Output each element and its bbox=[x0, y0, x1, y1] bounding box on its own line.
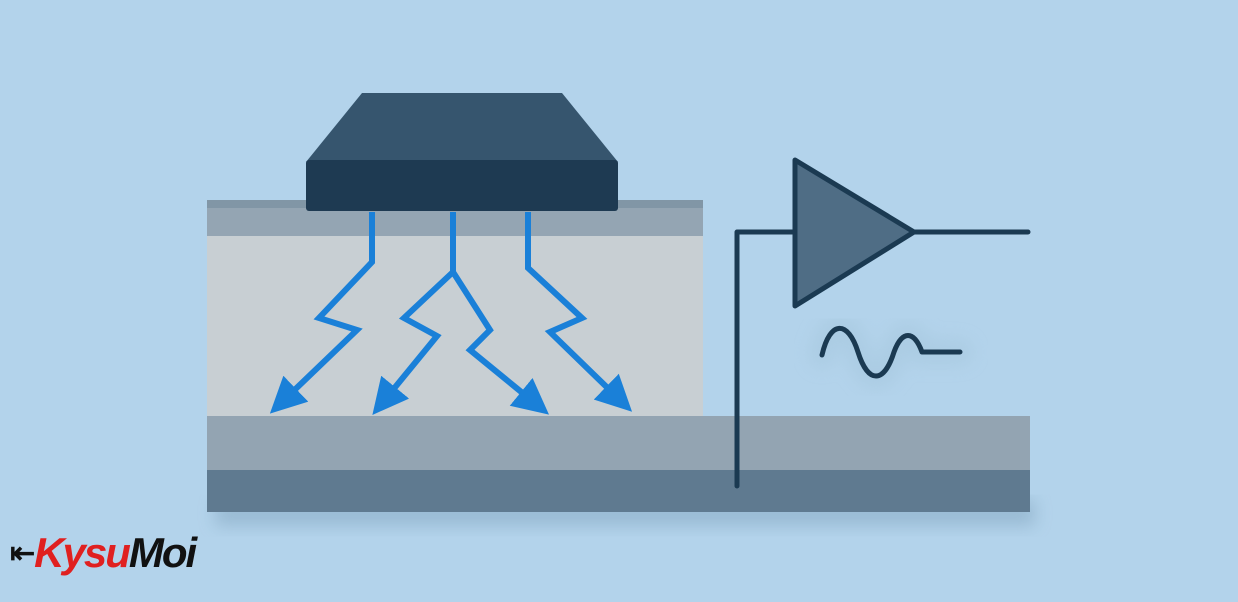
wave-arrow-1 bbox=[269, 212, 375, 414]
logo-text-moi: Moi bbox=[128, 529, 197, 576]
input-wire bbox=[734, 229, 799, 489]
amplifier-circuit bbox=[734, 157, 1031, 489]
amplifier-triangle bbox=[792, 157, 917, 309]
wave-arrow-4 bbox=[525, 212, 633, 412]
wave-arrow-3 bbox=[450, 270, 550, 415]
logo-text-kysu: Kysu bbox=[34, 529, 131, 576]
logo-mark: ⇤ bbox=[10, 537, 35, 570]
kysumoi-logo: ⇤KysuMoi bbox=[10, 529, 197, 576]
wave-arrow-2 bbox=[372, 212, 456, 416]
base-slab-top bbox=[207, 416, 1030, 470]
transducer-top bbox=[306, 93, 618, 162]
signal-wave bbox=[819, 325, 963, 379]
base-slab-bottom bbox=[207, 470, 1030, 512]
wave-arrows bbox=[269, 212, 633, 416]
transducer-front bbox=[306, 160, 618, 211]
